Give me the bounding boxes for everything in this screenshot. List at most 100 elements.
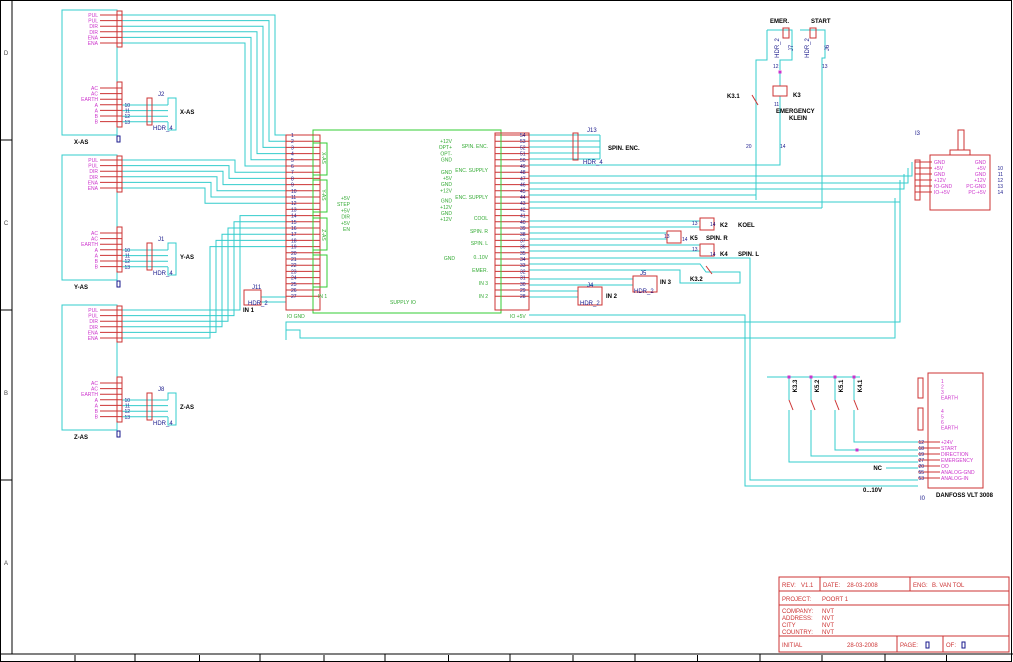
supply-right-pin: +12V <box>974 178 986 184</box>
title-date-label: DATE: <box>823 583 841 589</box>
board-inner-left: +5V <box>341 196 351 202</box>
axis-pin-label: PUL <box>88 19 98 25</box>
title-company-label: COMPANY: <box>782 609 814 615</box>
supply-id: I3 <box>915 131 921 137</box>
vlt-top-pin: 1 <box>941 379 944 385</box>
axis-signal-wire <box>122 221 286 317</box>
vlt-start-wire <box>788 420 918 463</box>
axis-pin-number: 12 <box>124 409 130 415</box>
axis-pin-label: AC <box>91 381 98 387</box>
j5-label: IN 3 <box>660 280 672 286</box>
axis-signal-wire <box>122 181 286 198</box>
relay-number: 14 <box>710 222 716 228</box>
board-signal: IN 3 <box>479 281 488 287</box>
board-inner-right: GND <box>441 211 453 217</box>
axis-pin-label: AC <box>91 387 98 393</box>
vlt-switch-dot <box>787 375 791 379</box>
axis-header-type: HDR_4 <box>153 126 173 132</box>
main-left-num: 15 <box>291 220 297 226</box>
j5-name: J5 <box>640 271 647 277</box>
board-inner-right: GND <box>441 199 453 205</box>
main-right-num: 28 <box>520 294 526 300</box>
connector-j11 <box>243 289 262 306</box>
vlt-sig-num: 53 <box>918 476 924 482</box>
row-label: D <box>4 51 9 57</box>
axis-name: Y-AS <box>74 285 88 291</box>
supply-io-wire <box>286 198 896 339</box>
axis-pin-label: AC <box>91 92 98 98</box>
axis-pin-header <box>116 155 123 193</box>
board-inner-right: +5V <box>443 176 453 182</box>
supply-io-wire <box>285 192 901 340</box>
vlt-switch-label: K5.1 <box>839 379 845 392</box>
axis-pin-label: EARTH <box>81 97 98 103</box>
board-inner-right: GND <box>441 158 453 164</box>
supply-right-pin: PC-+5V <box>968 190 986 196</box>
vlt-sig-num: 12 <box>918 440 924 446</box>
main-right-num: 48 <box>520 170 526 176</box>
title-page-label: PAGE: <box>900 643 918 649</box>
vlt-box <box>927 372 984 489</box>
axis-signal-wire <box>122 165 286 179</box>
title-address-label: ADDRESS: <box>782 616 813 622</box>
axis-ref-mark <box>116 280 121 288</box>
supply-left-pin: +12V <box>934 178 946 184</box>
vlt-switch-dot <box>809 375 813 379</box>
connector-j4 <box>577 286 603 306</box>
j13-label: SPIN. ENC. <box>608 146 640 152</box>
row-label: A <box>4 561 8 567</box>
axis-pin-header <box>116 376 123 423</box>
board-inner-left: STEP <box>337 202 351 208</box>
main-left-num: 25 <box>291 282 297 288</box>
vlt-header-top <box>917 377 924 399</box>
axis-header-type: HDR_4 <box>153 421 173 427</box>
supply-num: 11 <box>998 172 1003 178</box>
relay-k4-label: K4 <box>720 252 728 258</box>
main-left-num: 20 <box>291 251 297 257</box>
axis-pin-number: 11 <box>125 109 130 115</box>
board-sub-block <box>312 254 328 288</box>
supply-header <box>914 159 921 201</box>
vlt-switch-contact <box>853 399 859 411</box>
vlt-sig-pin: OO <box>941 464 949 470</box>
axis-signal-wire <box>122 14 286 136</box>
vlt-sig-num: 18 <box>918 446 924 452</box>
title-project-label: PROJECT: <box>782 597 811 603</box>
axis-pin-label: B <box>95 415 99 421</box>
axis-pin-number: 12 <box>124 259 130 265</box>
supply-left-pin: GND <box>934 172 946 178</box>
main-left-num: 19 <box>291 245 297 251</box>
axis-pin-label: ENA <box>88 180 99 186</box>
axis-pin-label: ENA <box>88 336 99 342</box>
labels: PULPULDIRDIRENAENAACACEARTHAABB10111213J… <box>74 13 1003 649</box>
board-signal: SPIN. R <box>470 229 488 235</box>
vlt-switch-label: K4.1 <box>858 379 864 392</box>
main-left-num: 4 <box>291 152 294 158</box>
axis-signal-wire <box>122 187 286 204</box>
emergency-label: EMERGENCY <box>776 109 815 115</box>
relay-k3-2-label: K3.2 <box>690 277 703 283</box>
relay-k3-label: K3 <box>793 93 801 99</box>
board-signal: SPIN. ENC. <box>462 144 488 150</box>
vlt-name: DANFOSS VLT 3008 <box>936 493 994 499</box>
board-bottom-mid: SUPPLY IO <box>390 300 416 306</box>
vlt-switch-contact <box>788 399 794 411</box>
axis-pin-number: 13 <box>124 120 130 126</box>
axis-pin-label: DIR <box>89 325 98 331</box>
axis-pin-label: B <box>95 120 99 126</box>
vlt-sig-pin: +24V <box>941 440 953 446</box>
board-sub-block <box>312 142 328 176</box>
board-inner-left: DIR <box>341 215 350 221</box>
board-inner-left: +5V <box>341 208 351 214</box>
main-right-num: 38 <box>520 232 526 238</box>
board-inner-mid: GND <box>444 256 456 262</box>
main-right-num: 32 <box>520 269 526 275</box>
main-left-num: 24 <box>291 276 297 282</box>
main-left-num: 1 <box>291 133 294 139</box>
board-sub-block <box>312 179 328 213</box>
vlt-sig-pin: EMERGENCY <box>941 458 974 464</box>
main-left-num: 14 <box>291 214 297 220</box>
start-label: START <box>811 19 831 25</box>
axis-loop <box>167 97 177 131</box>
